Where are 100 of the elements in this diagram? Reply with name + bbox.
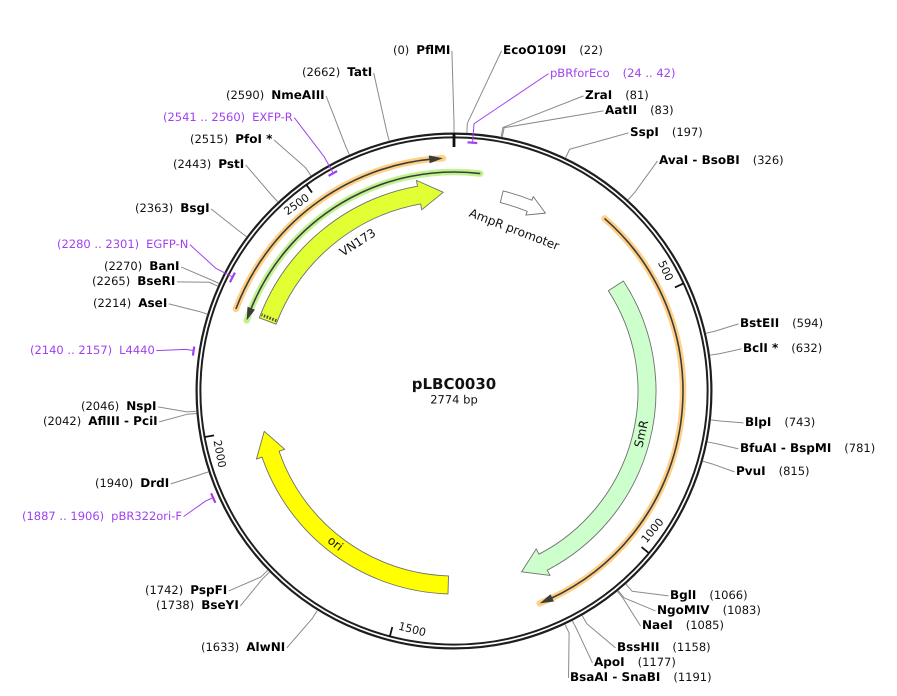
site-position: (81) — [625, 89, 649, 102]
site-position: (632) — [791, 342, 822, 356]
enzyme-name: PspFI — [190, 584, 228, 598]
enzyme-name: NaeI — [642, 619, 673, 633]
site-position: (781) — [844, 442, 876, 456]
leader-line — [710, 348, 742, 356]
leader-line — [176, 281, 218, 287]
leader-line — [273, 139, 312, 176]
leader-line — [170, 471, 209, 484]
leader-line — [158, 406, 197, 412]
site-position: (2590) — [226, 89, 264, 102]
enzyme-name: PstI — [218, 158, 244, 172]
leader-line — [158, 413, 197, 422]
site-position: (2042) — [43, 415, 82, 428]
leader-line — [500, 95, 584, 138]
plasmid-length: 2774 bp — [430, 394, 478, 406]
primer-name: pBRforEco — [550, 67, 610, 80]
site-position: (2265) — [92, 275, 130, 288]
feature-label: ori — [324, 534, 345, 554]
enzyme-name: NspI — [126, 400, 156, 414]
leader-line — [472, 73, 549, 142]
leader-line — [228, 570, 268, 592]
leader-line — [707, 441, 739, 450]
primer-mark — [191, 345, 196, 358]
site-position: (1633) — [201, 641, 240, 654]
leader-line — [294, 117, 334, 173]
leader-line — [451, 50, 454, 133]
primer-position: (2280 .. 2301) — [57, 238, 140, 252]
site-position: (594) — [792, 317, 824, 330]
leader-line — [565, 132, 629, 158]
site-position: (2515) — [190, 133, 228, 146]
primer-name: L4440 — [119, 344, 155, 358]
site-position: (2270) — [104, 260, 142, 274]
primer-mark — [228, 271, 237, 284]
primer-name: pBR322ori-F — [111, 510, 182, 524]
enzyme-name: PflMI — [416, 44, 450, 58]
primer-name: EXFP-R — [252, 111, 293, 124]
site-position: (2443) — [173, 158, 212, 172]
site-position: (83) — [650, 104, 674, 118]
enzyme-name: PvuI — [736, 465, 766, 479]
site-position: (1191) — [673, 671, 712, 684]
enzyme-name: ApoI — [594, 656, 625, 670]
leader-line — [156, 348, 194, 352]
enzyme-name: AseI — [138, 297, 168, 311]
leader-line — [706, 323, 739, 334]
enzyme-name: BclI * — [743, 342, 778, 356]
site-position: (2214) — [93, 297, 132, 310]
leader-line — [618, 590, 656, 612]
enzyme-name: PfoI * — [235, 133, 272, 147]
leader-line — [710, 419, 744, 424]
leader-line — [286, 610, 318, 648]
site-position: (1083) — [722, 604, 761, 618]
leader-line — [373, 72, 390, 142]
site-position: (1066) — [709, 589, 748, 602]
site-position: (1158) — [672, 641, 711, 654]
enzyme-name: BfuAI - BspMI — [740, 442, 832, 456]
enzyme-name: AvaI - BsoBI — [659, 154, 740, 168]
primer-mark — [209, 491, 217, 505]
leader-line — [189, 244, 232, 277]
primer-position: (1887 .. 1906) — [22, 510, 104, 524]
leader-line — [168, 303, 208, 314]
leader-line — [564, 624, 570, 678]
scale-label: 1500 — [396, 620, 427, 640]
enzyme-name: BsgI — [180, 202, 210, 216]
site-position: (1738) — [156, 599, 194, 612]
site-position: (197) — [672, 126, 703, 140]
enzyme-name: BseYI — [201, 599, 239, 613]
primer-name: EGFP-N — [146, 238, 188, 252]
leader-line — [702, 460, 735, 472]
leader-line — [616, 590, 641, 626]
site-position: (2662) — [302, 66, 340, 80]
scale-label: 2000 — [210, 439, 228, 470]
site-position: (743) — [784, 416, 816, 430]
site-position: (2363) — [135, 202, 174, 216]
enzyme-name: AatII — [605, 104, 638, 118]
enzyme-name: BlpI — [745, 416, 772, 430]
enzyme-name: AlwNI — [246, 641, 286, 655]
primer-position: (2541 .. 2560) — [163, 111, 246, 124]
enzyme-name: BssHII — [617, 641, 660, 655]
enzyme-name: BanI — [149, 260, 180, 274]
leader-line — [582, 615, 616, 648]
site-position: (1742) — [145, 584, 184, 598]
site-position: (815) — [778, 465, 810, 478]
leader-line — [628, 160, 658, 200]
leader-line — [183, 498, 213, 518]
site-position: (326) — [752, 154, 784, 168]
site-position: (1177) — [638, 656, 676, 670]
feature-label: SmR — [632, 419, 652, 450]
enzyme-name: DrdI — [140, 477, 170, 491]
primer-position: (24 .. 42) — [622, 67, 676, 80]
leader-line — [326, 95, 350, 156]
enzyme-name: NgoMIV — [657, 604, 710, 618]
site-position: (22) — [579, 44, 603, 58]
enzyme-name: BseRI — [137, 275, 176, 289]
primer-mark — [466, 140, 479, 145]
primer-mark — [327, 169, 339, 178]
scale-label: 500 — [655, 258, 675, 283]
leader-line — [572, 620, 593, 664]
enzyme-name: SspI — [630, 126, 659, 140]
leader-line — [625, 584, 669, 596]
